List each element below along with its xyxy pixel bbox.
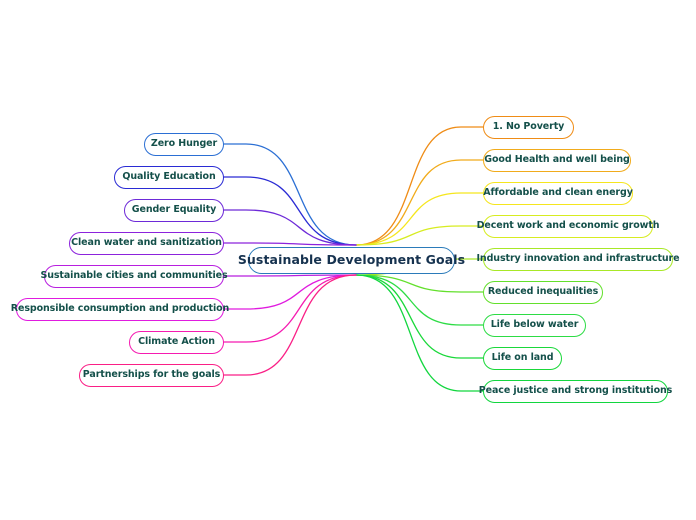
edge-right-good-health-and-well-being bbox=[355, 159, 484, 246]
branch-node-good-health-and-well-being[interactable]: Good Health and well being bbox=[483, 148, 631, 172]
branch-node-industry-innovation-and-infrastructure[interactable]: Industry innovation and infrastructure bbox=[477, 247, 680, 271]
branch-node-1-no-poverty[interactable]: 1. No Poverty bbox=[483, 115, 574, 139]
branch-node-life-below-water[interactable]: Life below water bbox=[483, 313, 586, 337]
edge-right-decent-work-and-economic-growth bbox=[355, 225, 484, 246]
root-node-label: Sustainable Development Goals bbox=[237, 252, 466, 268]
branch-node-affordable-and-clean-energy-label: Affordable and clean energy bbox=[483, 187, 633, 199]
branch-node-reduced-inequalities[interactable]: Reduced inequalities bbox=[483, 280, 603, 304]
branch-node-responsible-consumption-and-production-label: Responsible consumption and production bbox=[10, 303, 230, 315]
edge-right-life-below-water bbox=[355, 274, 484, 326]
branch-node-zero-hunger-label: Zero Hunger bbox=[150, 138, 218, 150]
edge-right-life-on-land bbox=[355, 274, 484, 359]
edge-left-climate-action bbox=[223, 274, 357, 343]
edge-left-partnerships-for-the-goals bbox=[223, 274, 357, 376]
branch-node-gender-equality-label: Gender Equality bbox=[131, 204, 217, 216]
edge-left-clean-water-and-sanitization bbox=[223, 242, 357, 246]
branch-node-partnerships-for-the-goals-label: Partnerships for the goals bbox=[82, 369, 221, 381]
branch-node-industry-innovation-and-infrastructure-label: Industry innovation and infrastructure bbox=[476, 253, 680, 265]
edge-right-peace-justice-and-strong-institutions bbox=[355, 274, 484, 392]
branch-node-reduced-inequalities-label: Reduced inequalities bbox=[487, 286, 599, 298]
branch-node-good-health-and-well-being-label: Good Health and well being bbox=[484, 154, 630, 166]
branch-node-climate-action[interactable]: Climate Action bbox=[129, 330, 224, 354]
branch-node-climate-action-label: Climate Action bbox=[138, 336, 215, 348]
branch-node-clean-water-and-sanitization-label: Clean water and sanitization bbox=[71, 237, 222, 249]
branch-node-responsible-consumption-and-production[interactable]: Responsible consumption and production bbox=[11, 297, 229, 321]
branch-node-partnerships-for-the-goals[interactable]: Partnerships for the goals bbox=[79, 363, 224, 387]
edge-left-responsible-consumption-and-production bbox=[223, 274, 357, 310]
branch-node-quality-education-label: Quality Education bbox=[122, 171, 216, 183]
branch-node-decent-work-and-economic-growth[interactable]: Decent work and economic growth bbox=[477, 214, 660, 238]
edge-left-quality-education bbox=[223, 176, 357, 246]
branch-node-life-on-land-label: Life on land bbox=[491, 352, 554, 364]
branch-node-sustainable-cities-and-communities-label: Sustainable cities and communities bbox=[40, 270, 228, 282]
branch-node-sustainable-cities-and-communities[interactable]: Sustainable cities and communities bbox=[40, 264, 228, 288]
edge-right-1-no-poverty bbox=[355, 126, 484, 246]
branch-node-quality-education[interactable]: Quality Education bbox=[114, 165, 224, 189]
edge-left-sustainable-cities-and-communities bbox=[223, 274, 357, 277]
edge-left-gender-equality bbox=[223, 209, 357, 246]
branch-node-life-below-water-label: Life below water bbox=[490, 319, 579, 331]
branch-node-peace-justice-and-strong-institutions-label: Peace justice and strong institutions bbox=[478, 385, 673, 397]
branch-node-peace-justice-and-strong-institutions[interactable]: Peace justice and strong institutions bbox=[479, 379, 672, 403]
edge-right-affordable-and-clean-energy bbox=[355, 192, 484, 246]
edge-right-reduced-inequalities bbox=[355, 274, 484, 293]
branch-node-gender-equality[interactable]: Gender Equality bbox=[124, 198, 224, 222]
edge-left-zero-hunger bbox=[223, 143, 357, 246]
branch-node-1-no-poverty-label: 1. No Poverty bbox=[492, 121, 565, 133]
root-node[interactable]: Sustainable Development Goals bbox=[238, 247, 465, 274]
branch-node-decent-work-and-economic-growth-label: Decent work and economic growth bbox=[476, 220, 660, 232]
branch-node-clean-water-and-sanitization[interactable]: Clean water and sanitization bbox=[69, 231, 224, 255]
branch-node-life-on-land[interactable]: Life on land bbox=[483, 346, 562, 370]
branch-node-affordable-and-clean-energy[interactable]: Affordable and clean energy bbox=[483, 181, 633, 205]
branch-node-zero-hunger[interactable]: Zero Hunger bbox=[144, 132, 224, 156]
